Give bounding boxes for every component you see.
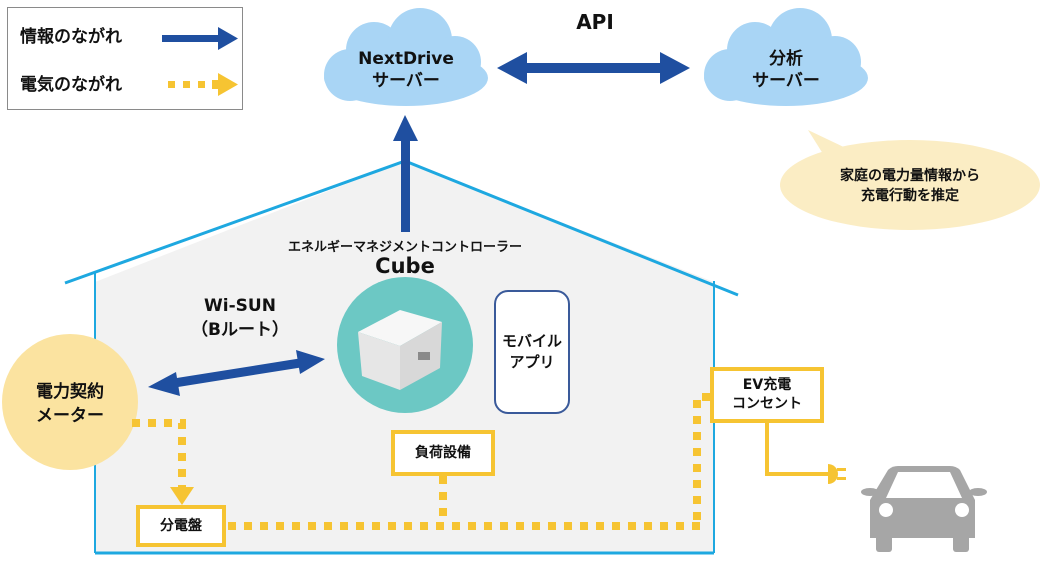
distribution-board-box: 分電盤 [136, 505, 226, 547]
upload-arrow [393, 115, 418, 232]
cloud-analysis-label: 分析 サーバー [706, 48, 866, 92]
wisun-double-arrow [148, 350, 325, 396]
bubble-line1: 家庭の電力量情報から [840, 168, 980, 184]
plug-icon [828, 464, 846, 484]
cloud-nextdrive-icon [324, 8, 488, 106]
cloud-nextdrive-label: NextDrive サーバー [326, 48, 486, 92]
nextdrive-line2: サーバー [372, 71, 440, 91]
ev-cable [765, 422, 828, 476]
wisun-line2: （Bルート） [191, 320, 289, 340]
car-icon [861, 466, 987, 552]
bubble-line2: 充電行動を推定 [861, 188, 959, 204]
controller-subtitle: エネルギーマネジメントコントローラー [287, 240, 522, 255]
nextdrive-line1: NextDrive [358, 49, 454, 69]
cloud-analysis-icon [704, 8, 868, 106]
wisun-label: Wi-SUN （Bルート） [180, 294, 300, 342]
meter-line2: メーター [36, 406, 104, 426]
info-flow-arrow-icon [162, 27, 238, 50]
legend-power-label: 電気のながれ [20, 75, 122, 95]
load-equipment-label: 負荷設備 [415, 444, 471, 461]
legend-info-label: 情報のながれ [20, 27, 122, 47]
api-double-arrow [497, 52, 690, 84]
power-arrowhead [170, 487, 194, 505]
legend: 情報のながれ 電気のながれ [7, 7, 243, 110]
controller-name: Cube [375, 254, 435, 278]
analysis-line2: サーバー [752, 71, 820, 91]
analysis-line1: 分析 [769, 49, 803, 69]
wisun-line1: Wi-SUN [204, 296, 276, 316]
ev-outlet-line1: EV充電 [742, 377, 792, 393]
api-label: API [576, 10, 614, 34]
power-flow-lines [132, 393, 710, 530]
load-equipment-box: 負荷設備 [391, 430, 495, 476]
mobile-app-line2: アプリ [509, 353, 555, 371]
ev-outlet-line2: コンセント [732, 396, 802, 412]
meter-line1: 電力契約 [36, 382, 104, 402]
speech-bubble [780, 130, 1040, 230]
distribution-board-label: 分電盤 [160, 517, 202, 534]
ev-outlet-box: EV充電 コンセント [710, 367, 824, 423]
mobile-app-line1: モバイル [501, 332, 562, 350]
mobile-app-box: モバイル アプリ [494, 290, 570, 414]
bubble-text: 家庭の電力量情報から 充電行動を推定 [790, 166, 1030, 206]
meter-label: 電力契約 メーター [10, 380, 130, 428]
cube-device-icon [358, 310, 442, 390]
meter-circle [2, 334, 138, 470]
power-flow-arrow-icon [168, 73, 238, 96]
